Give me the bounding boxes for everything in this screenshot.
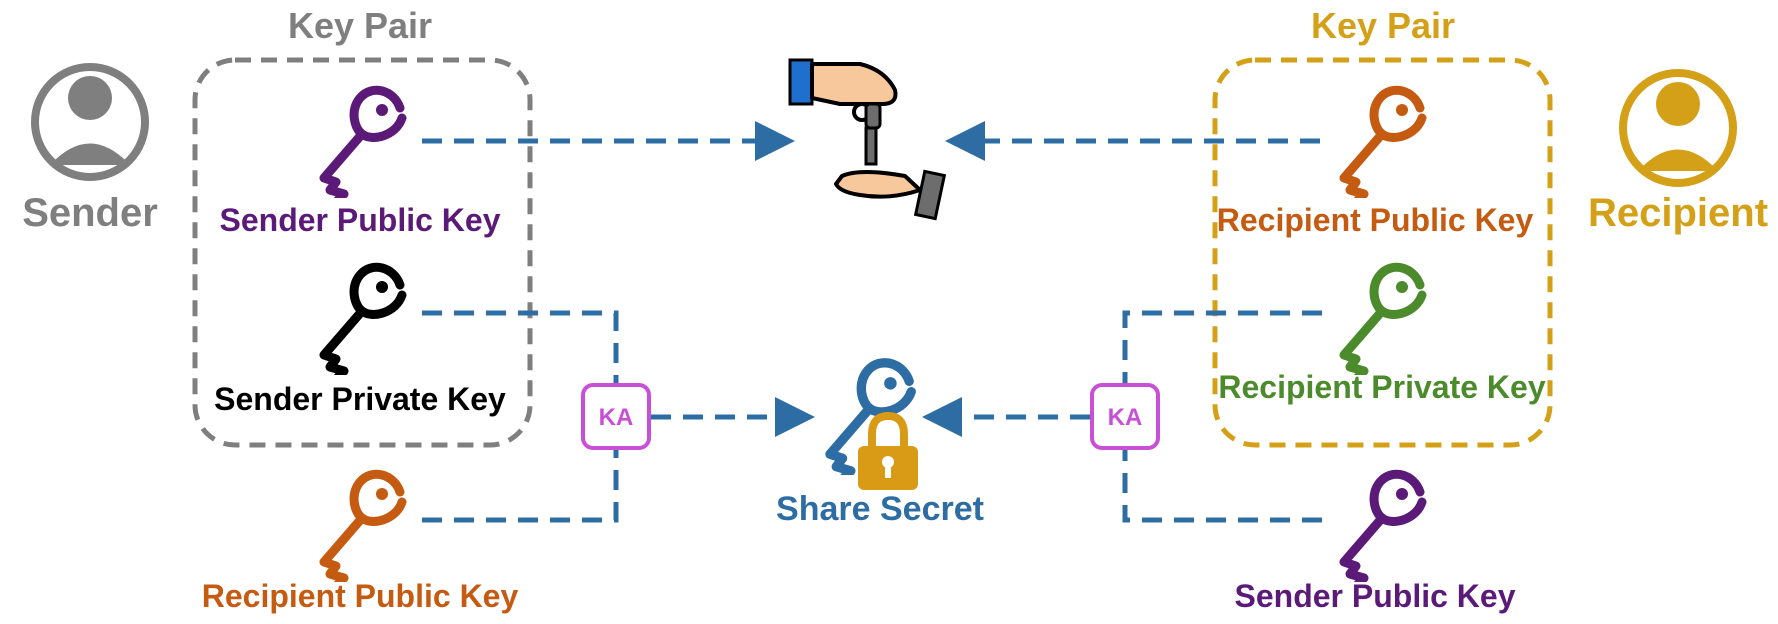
sender-label: Sender [22, 191, 158, 235]
sender-keypair-title: Key Pair [288, 5, 432, 46]
recipient-keypair-title: Key Pair [1311, 5, 1455, 46]
recipient-keypair-box [1212, 57, 1553, 448]
sender-public-key-icon [324, 90, 402, 200]
sender-side-recipient-public-key-label: Recipient Public Key [202, 578, 519, 614]
sender-side-recipient-public-key-icon [324, 474, 402, 584]
recipient-private-key-icon [1344, 267, 1422, 377]
shared-secret-label: Share Secret [776, 490, 984, 528]
ka-right-label: KA [1108, 404, 1143, 431]
recipient-label: Recipient [1588, 191, 1768, 235]
recipient-side-sender-public-key-icon [1344, 474, 1422, 584]
lock-icon [858, 411, 918, 490]
sender-avatar [31, 63, 149, 181]
sender-private-key-label: Sender Private Key [214, 381, 506, 417]
ka-left-box [581, 383, 651, 450]
ka-left-label: KA [599, 404, 634, 431]
recipient-private-key-label: Recipient Private Key [1218, 369, 1545, 405]
recipient-public-key-to-ka-line [422, 448, 619, 523]
recipient-public-key-label: Recipient Public Key [1217, 202, 1534, 238]
sender-keypair-box [192, 57, 533, 448]
key-exchange-hands-icon [788, 58, 947, 221]
sender-private-key-icon [324, 267, 402, 377]
ka-right-box [1090, 383, 1160, 450]
sender-public-key-to-ka-line [1122, 448, 1322, 523]
recipient-side-sender-public-key-label: Sender Public Key [1235, 578, 1516, 614]
sender-public-key-label: Sender Public Key [220, 202, 501, 238]
recipient-private-key-to-ka-line [1122, 310, 1322, 385]
sender-private-key-to-ka-line [422, 310, 619, 385]
recipient-public-key-icon [1344, 90, 1422, 200]
recipient-avatar [1619, 69, 1737, 187]
